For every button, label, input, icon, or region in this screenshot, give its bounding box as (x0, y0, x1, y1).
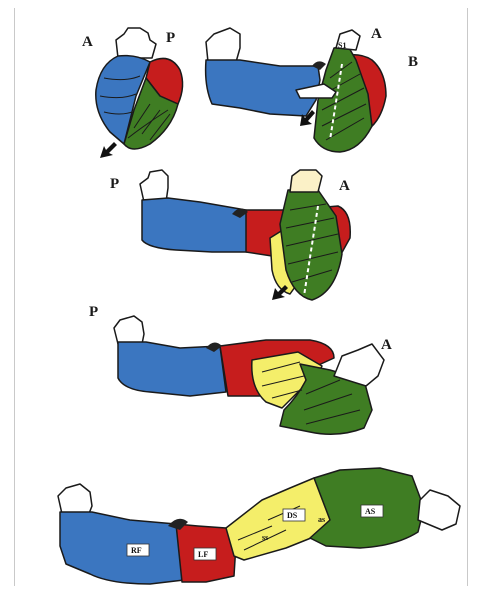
panel5-label-as: AS (365, 507, 376, 516)
panel1-label-a: A (82, 34, 93, 50)
panel5-small-mark-1: ss (262, 533, 268, 542)
panel5-label-rf: RF (131, 546, 142, 555)
panel3-white-cap (140, 170, 168, 202)
panel2-label-a: A (371, 26, 382, 42)
panel-5-fully-unfolded: RF LF DS AS ss as (58, 468, 460, 584)
panel5-label-lf: LF (198, 550, 208, 559)
panel4-label-p: P (89, 304, 98, 320)
panel5-white-cap-right (418, 490, 460, 530)
panel3-blue-region (142, 198, 248, 252)
panel3-label-a: A (339, 178, 350, 194)
panel3-label-p: P (110, 176, 119, 192)
panel5-blue-region (60, 512, 184, 584)
panel1-label-p: P (166, 30, 175, 46)
panel-4-unfolding: P A (89, 304, 392, 434)
panel5-label-ds: DS (287, 511, 298, 520)
panel4-label-a: A (381, 337, 392, 353)
panel-1-folded-heart: A P (82, 28, 183, 158)
panel1-white-cap (116, 28, 156, 58)
panel5-white-cap-left (58, 484, 92, 516)
panel4-blue-region (118, 342, 226, 396)
panel4-white-cap (114, 316, 144, 344)
panel5-small-mark-2: as (318, 515, 325, 524)
arrow-icon (100, 142, 117, 158)
panel2-label-b: B (408, 54, 418, 70)
panel2-white-cap (206, 28, 240, 62)
panel-3-unfolding: P A (110, 170, 350, 300)
panel2-small-mark: S1 (338, 41, 346, 50)
panel-2-partially-unfolded: S1 A B (206, 26, 418, 152)
panel3-cream-cap (290, 170, 322, 192)
